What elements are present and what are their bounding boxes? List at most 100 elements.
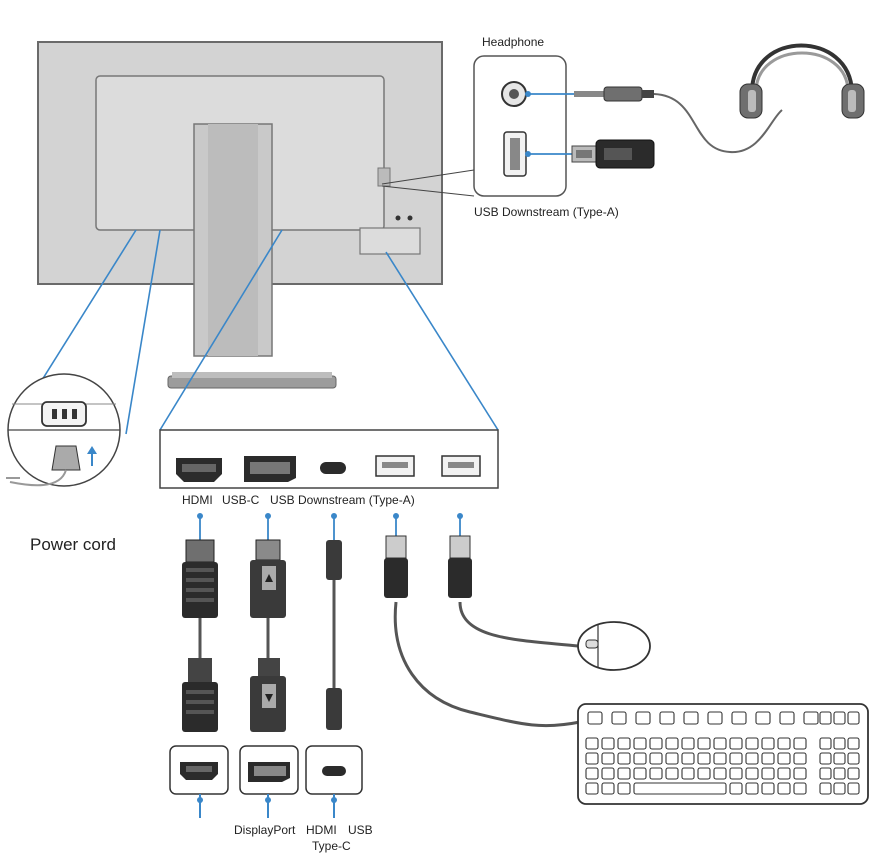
source-hdmi-port <box>169 745 229 818</box>
keyboard-key <box>587 711 603 725</box>
leader-lines <box>31 229 499 435</box>
displayport-cable <box>250 513 286 732</box>
usb-c-cable <box>326 513 342 730</box>
keyboard-key <box>819 767 832 780</box>
keyboard-key <box>777 737 791 750</box>
hdmi-cable <box>182 513 218 732</box>
keyboard-key <box>833 737 846 750</box>
keyboard-key <box>731 711 747 725</box>
bottom-displayport-label: DisplayPort <box>234 823 296 837</box>
keyboard-key <box>697 752 711 765</box>
keyboard-key <box>665 737 679 750</box>
keyboard-key <box>633 752 647 765</box>
panel-usb-downstream-label: USB Downstream (Type-A) <box>270 493 415 507</box>
keyboard-key <box>697 737 711 750</box>
io-panel <box>159 429 499 489</box>
keyboard-key <box>635 711 651 725</box>
keyboard-key <box>659 711 675 725</box>
keyboard-key <box>793 737 807 750</box>
keyboard-key <box>611 711 627 725</box>
keyboard-key <box>777 782 791 795</box>
keyboard-key <box>761 752 775 765</box>
keyboard-key <box>633 767 647 780</box>
monitor-stand <box>167 123 337 389</box>
usb-downstream-top-label: USB Downstream (Type-A) <box>474 205 619 219</box>
keyboard-key <box>601 782 615 795</box>
source-usb-c-port <box>305 745 363 818</box>
usb-a-cable-keyboard <box>384 513 581 728</box>
keyboard-key <box>761 737 775 750</box>
keyboard-key <box>833 711 846 725</box>
keyboard-key <box>729 737 743 750</box>
headphone-plug <box>574 86 783 154</box>
headphone-usb-inset <box>381 55 574 197</box>
keyboard-key <box>601 752 615 765</box>
keyboard-key <box>793 782 807 795</box>
keyboard-key <box>585 752 599 765</box>
hdmi-port <box>176 458 222 482</box>
keyboard-key <box>585 782 599 795</box>
keyboard-key <box>819 752 832 765</box>
keyboard-key <box>847 711 860 725</box>
keyboard-key <box>729 752 743 765</box>
keyboard-key <box>779 711 795 725</box>
bottom-typec-label: Type-C <box>312 839 351 853</box>
power-cord-label: Power cord <box>30 535 116 554</box>
keyboard-key <box>617 752 631 765</box>
keyboard-key <box>777 752 791 765</box>
usb-a-port-2 <box>441 455 481 477</box>
headphone-icon <box>739 43 865 119</box>
usb-flash-drive-icon <box>571 139 655 169</box>
keyboard-key <box>819 782 832 795</box>
keyboard-key <box>697 767 711 780</box>
keyboard-key <box>683 711 699 725</box>
keyboard-key <box>633 737 647 750</box>
keyboard-key <box>649 767 663 780</box>
keyboard-key <box>617 767 631 780</box>
usb-c-port <box>320 462 346 474</box>
keyboard-key <box>649 752 663 765</box>
keyboard-key <box>713 767 727 780</box>
source-displayport-port <box>239 745 299 818</box>
usb-a-cable-mouse <box>448 513 579 648</box>
keyboard-key <box>585 737 599 750</box>
keyboard-key <box>601 737 615 750</box>
keyboard-key <box>585 767 599 780</box>
keyboard-key <box>649 737 663 750</box>
keyboard-key <box>819 737 832 750</box>
power-inlet-inset <box>6 373 121 487</box>
keyboard-key <box>713 752 727 765</box>
keyboard-key <box>745 782 759 795</box>
panel-usbc-label: USB-C <box>222 493 260 507</box>
keyboard-key <box>761 782 775 795</box>
keyboard-key <box>847 782 860 795</box>
keyboard-icon <box>577 703 869 805</box>
displayport-port <box>244 456 296 482</box>
mouse-icon <box>577 621 651 671</box>
keyboard-key <box>729 782 743 795</box>
keyboard-key <box>803 711 819 725</box>
keyboard-key <box>617 737 631 750</box>
keyboard-key <box>847 752 860 765</box>
keyboard-key <box>665 767 679 780</box>
keyboard-key <box>761 767 775 780</box>
keyboard-key <box>833 782 846 795</box>
keyboard-key <box>793 767 807 780</box>
panel-hdmi-label: HDMI <box>182 493 213 507</box>
headphone-label: Headphone <box>482 35 545 49</box>
keyboard-key <box>681 767 695 780</box>
usb-a-port-1 <box>375 455 415 477</box>
keyboard-key <box>833 752 846 765</box>
bottom-hdmi-label: HDMI <box>306 823 337 837</box>
keyboard-key <box>819 711 832 725</box>
keyboard-key <box>745 752 759 765</box>
keyboard-key <box>777 767 791 780</box>
keyboard-key <box>755 711 771 725</box>
keyboard-key <box>617 782 631 795</box>
keyboard-key <box>833 767 846 780</box>
keyboard-key <box>847 737 860 750</box>
keyboard-key <box>681 737 695 750</box>
keyboard-key <box>681 752 695 765</box>
bottom-usb-label: USB <box>348 823 373 837</box>
